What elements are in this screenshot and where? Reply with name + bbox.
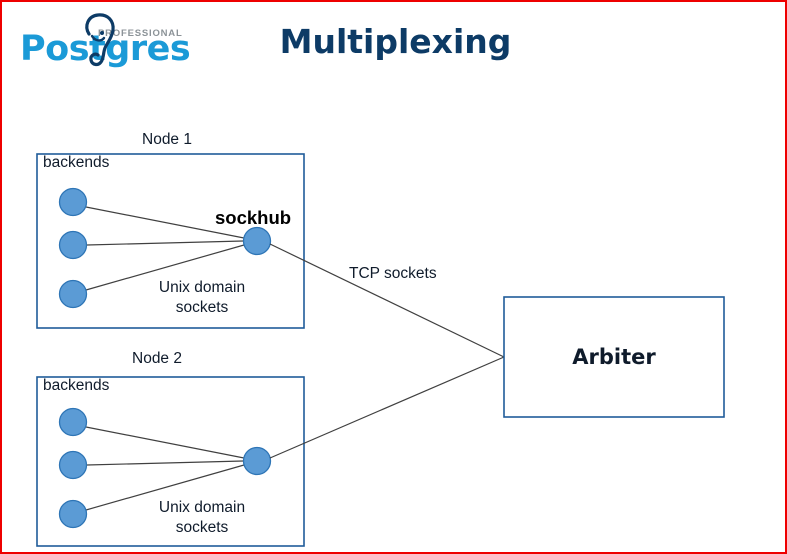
node-2-backends-label: backends — [43, 377, 110, 394]
elephant-icon — [85, 13, 115, 67]
arbiter-box[interactable] — [503, 296, 725, 418]
backend-circle[interactable] — [58, 499, 88, 529]
page-title: Multiplexing — [279, 22, 512, 61]
tcp-link-node-2 — [269, 356, 505, 459]
node-1-backends-label: backends — [43, 154, 110, 171]
node-2-box[interactable] — [36, 376, 305, 547]
sockhub-circle[interactable] — [242, 446, 272, 476]
node-2-unix-sockets-label: Unix domain sockets — [158, 499, 246, 536]
sockhub-label: sockhub — [215, 207, 292, 228]
logo-tagline: PROFESSIONAL — [98, 28, 183, 39]
backend-circle[interactable] — [58, 279, 88, 309]
tcp-link-node-1 — [269, 243, 505, 358]
node-1-unix-links — [85, 206, 245, 291]
backend-circle[interactable] — [58, 187, 88, 217]
backend-circle[interactable] — [58, 407, 88, 437]
tcp-sockets-label: TCP sockets — [349, 265, 437, 282]
node-1-unix-sockets-label: Unix domain sockets — [158, 279, 246, 316]
sockhub-circle[interactable] — [242, 226, 272, 256]
node-2-title: Node 2 — [132, 350, 182, 367]
arbiter-label: Arbiter — [572, 345, 656, 369]
node-1-box[interactable] — [36, 153, 305, 329]
backend-circle[interactable] — [58, 450, 88, 480]
node-2-unix-links — [85, 426, 245, 511]
node-1-title: Node 1 — [142, 131, 192, 148]
postgres-professional-logo: Postgres PROFESSIONAL — [20, 12, 195, 70]
backend-circle[interactable] — [58, 230, 88, 260]
